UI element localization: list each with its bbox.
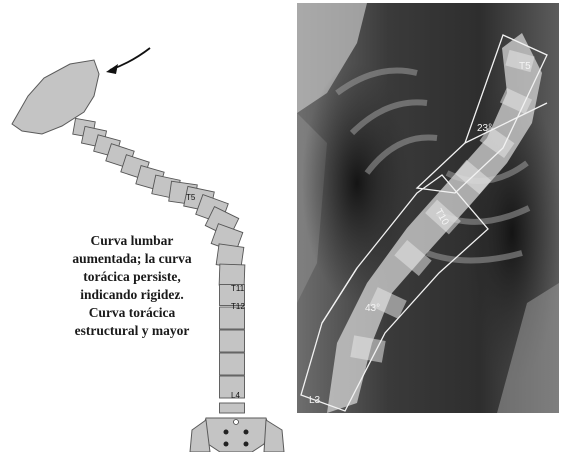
caption-line: estructural y mayor [38, 322, 226, 340]
caption-line: torácica persiste, [38, 268, 226, 286]
caption-line: Curva lumbar [38, 232, 226, 250]
diagram-caption: Curva lumbar aumentada; la curva torácic… [38, 232, 226, 340]
xray-label-t5: T5 [519, 61, 531, 72]
sacral-foramen [234, 420, 239, 425]
left-ilium [190, 420, 210, 452]
caption-line: indicando rigidez. [38, 286, 226, 304]
caption-line: aumentada; la curva [38, 250, 226, 268]
xray-label-l3: L3 [309, 395, 321, 406]
vertebra-label-t11: T11 [231, 284, 245, 293]
arrowhead-icon [106, 64, 118, 74]
pelvis [190, 418, 284, 452]
right-ilium [264, 420, 284, 452]
vertebra-label-t5: T5 [186, 193, 196, 202]
caption-line: Curva torácica [38, 304, 226, 322]
vertebra [220, 353, 245, 375]
vertebra-label-l4: L4 [231, 391, 240, 400]
xray-label-angle-upper: 23° [477, 123, 492, 134]
vertebra [220, 403, 245, 413]
sacral-foramen [244, 442, 249, 447]
sacral-foramen [224, 430, 229, 435]
sacral-foramen [244, 430, 249, 435]
xray-label-angle-lower: 43° [365, 303, 380, 314]
spine-diagram: T5 T11 T12 L4 [0, 0, 297, 452]
vertebra-label-t12: T12 [231, 302, 245, 311]
sacral-foramen [224, 442, 229, 447]
xray-image: T5 23° T10 43° L3 [297, 3, 559, 413]
